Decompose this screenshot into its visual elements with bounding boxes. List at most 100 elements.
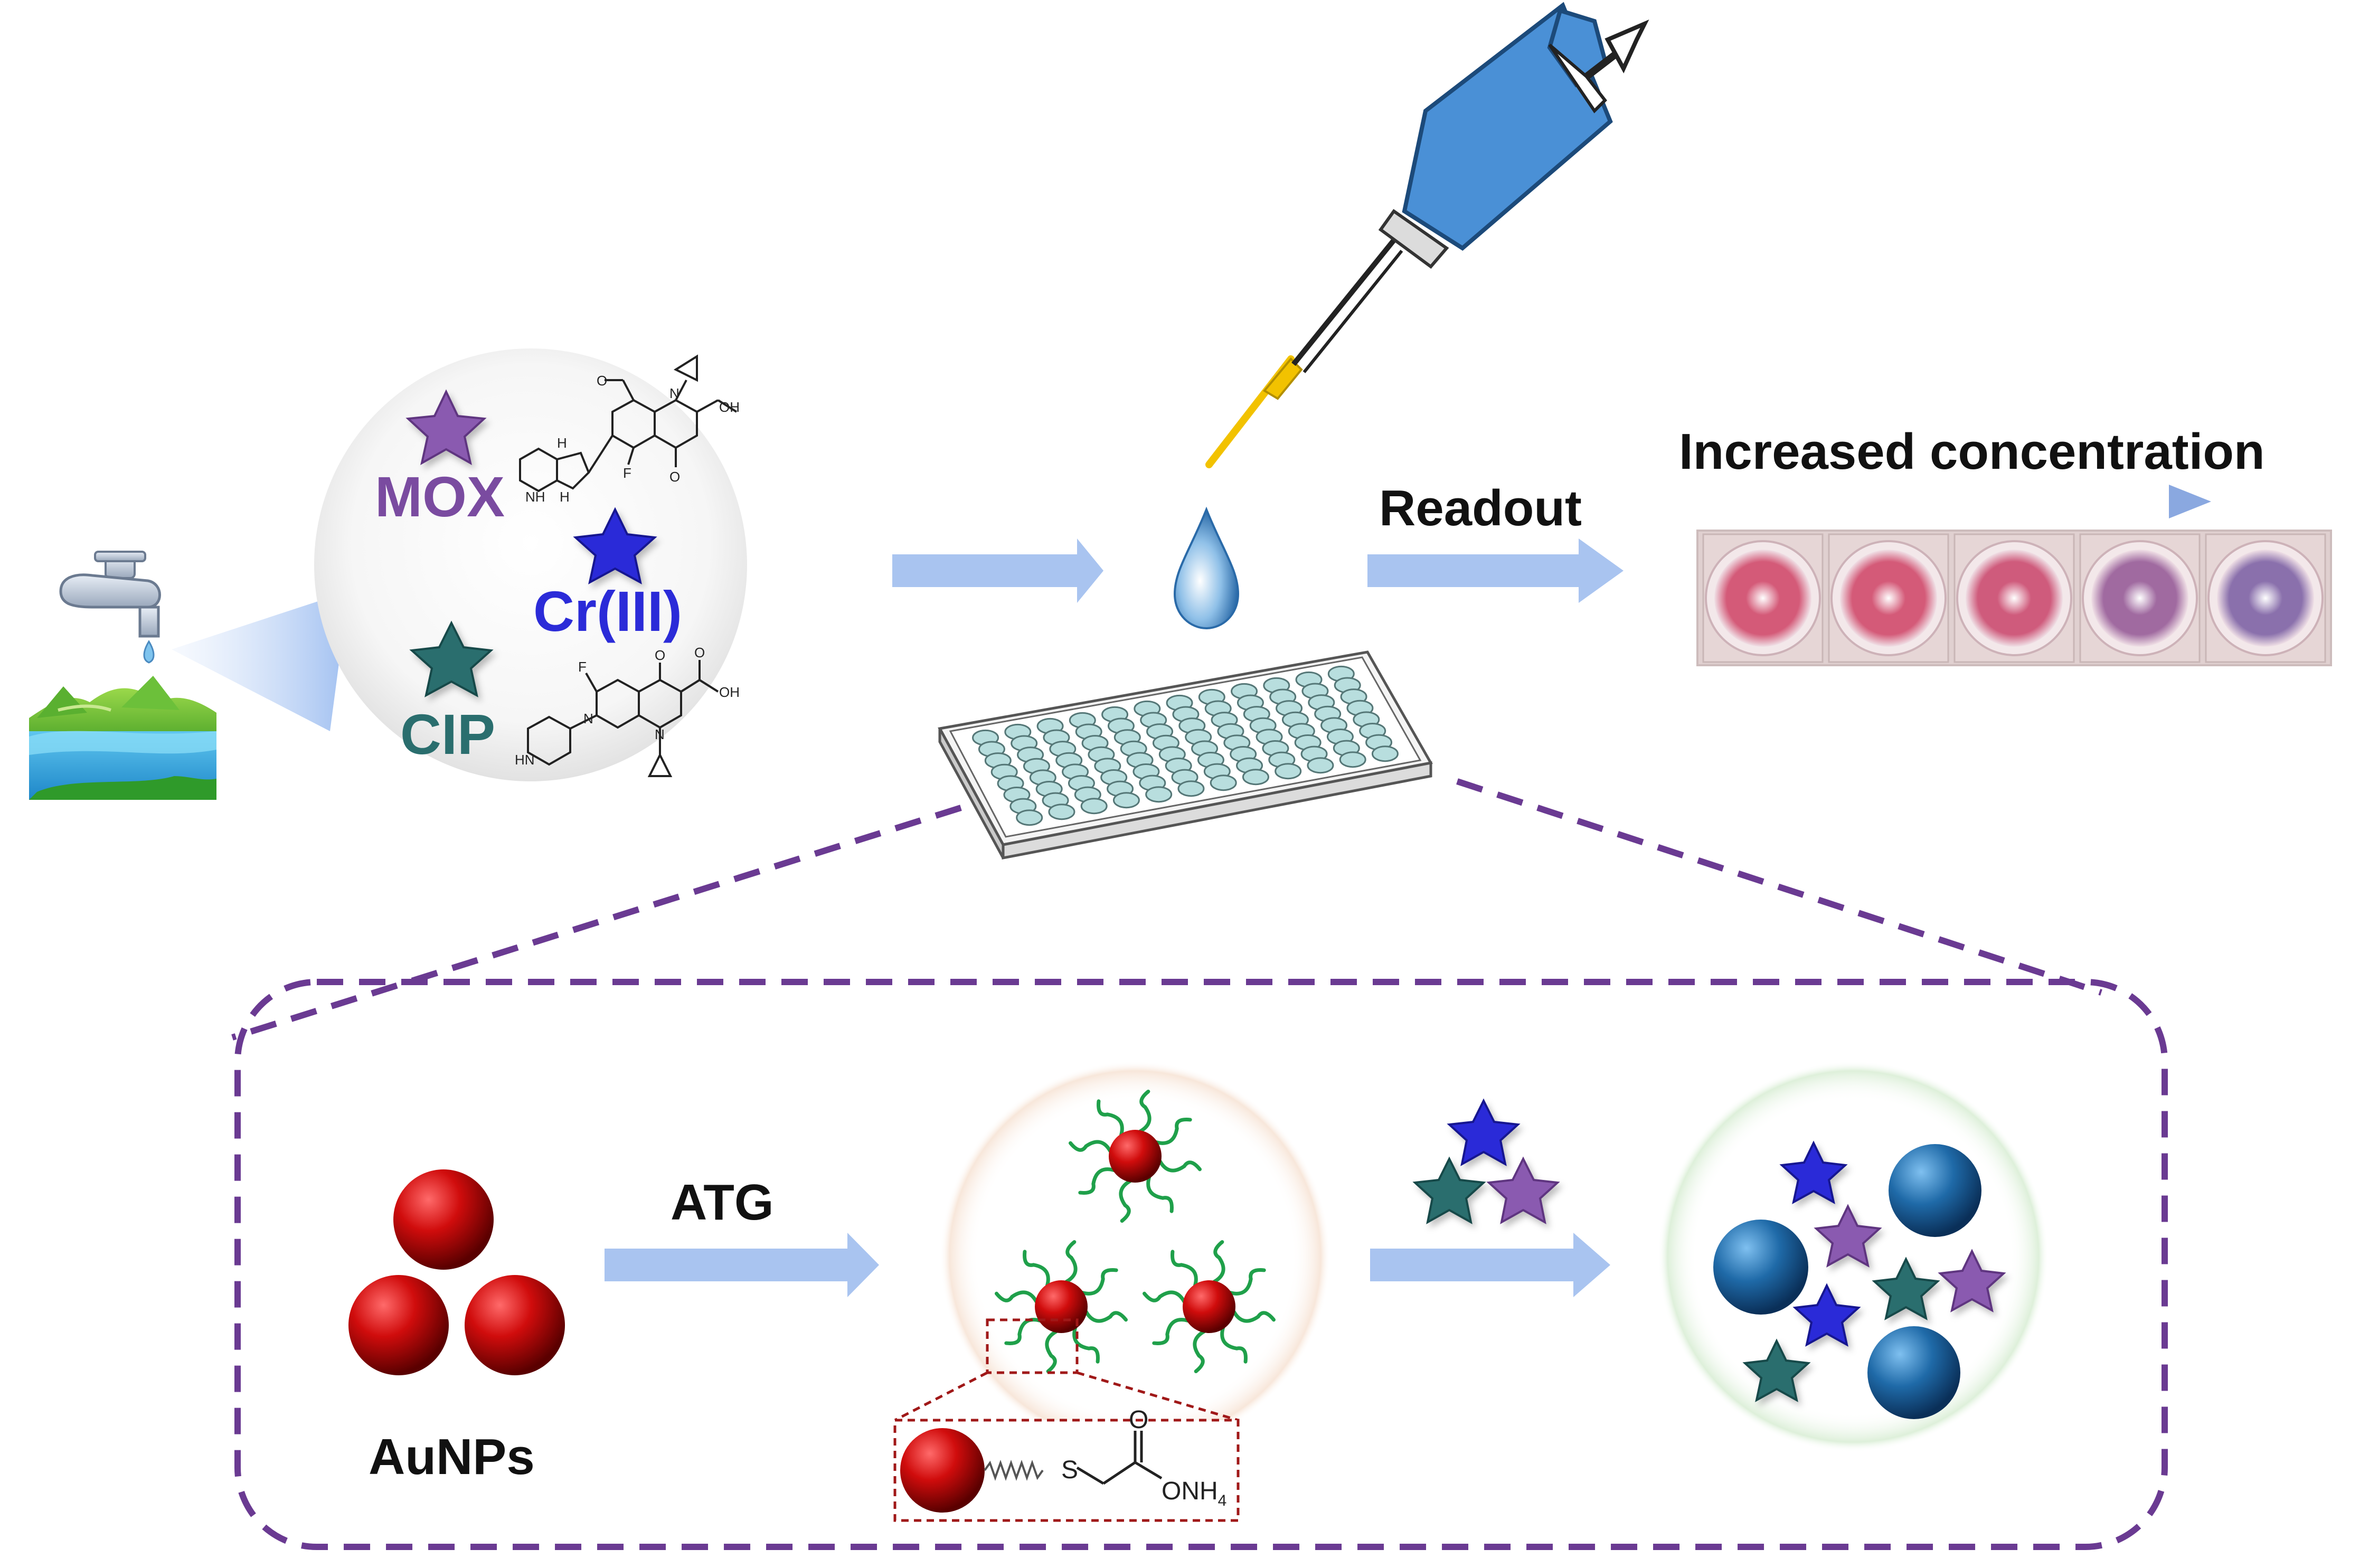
agg-cr-star-2-icon bbox=[1792, 1283, 1861, 1347]
source-beam bbox=[172, 591, 348, 731]
atg-ligand bbox=[1138, 1089, 1152, 1134]
strip-well bbox=[1966, 550, 2063, 647]
cr-star-small-icon bbox=[1447, 1098, 1521, 1166]
atg-ligand bbox=[1072, 1326, 1100, 1364]
arrow-to-plate bbox=[892, 539, 1103, 603]
plate-well bbox=[1112, 792, 1140, 809]
plate-well bbox=[1275, 763, 1302, 780]
cip-star-small-icon bbox=[1412, 1156, 1486, 1224]
strip-well bbox=[2217, 550, 2314, 647]
lake-landscape-icon bbox=[29, 676, 216, 800]
agg-mox-star-2-icon bbox=[1938, 1249, 2006, 1312]
arrow-analyte-addition bbox=[1370, 1233, 1610, 1297]
cip-o-label: O bbox=[655, 647, 665, 663]
functionalized-aunp bbox=[1035, 1280, 1088, 1333]
atg-ligand bbox=[1146, 1175, 1174, 1213]
arrow-readout bbox=[1367, 539, 1624, 603]
atg-ligand bbox=[1045, 1329, 1058, 1374]
linker-zoom-marker bbox=[986, 1318, 1079, 1374]
well-strip bbox=[1696, 530, 2332, 666]
atg-ligand bbox=[1023, 1250, 1050, 1288]
plate-well bbox=[1016, 809, 1043, 826]
agg-cr-star-icon bbox=[1779, 1140, 1848, 1204]
aggregated-nanoparticles bbox=[1713, 1144, 1981, 1419]
functionalized-aunp bbox=[1183, 1280, 1235, 1333]
plate-well bbox=[1242, 769, 1269, 786]
atg-ligand bbox=[1154, 1118, 1192, 1145]
plate-well bbox=[1210, 774, 1237, 791]
cip-n2-label: N bbox=[655, 726, 665, 742]
increased-concentration-label: Increased concentration bbox=[1679, 423, 2265, 480]
cr-label: Cr(III) bbox=[533, 579, 682, 643]
cip-hn-label: HN bbox=[515, 752, 535, 768]
atg-ligand bbox=[1078, 1167, 1116, 1195]
agg-cip-star-icon bbox=[1872, 1257, 1940, 1320]
cr-star-icon bbox=[573, 507, 657, 584]
zoom-line-left bbox=[231, 805, 962, 1041]
mox-star-small-icon bbox=[1486, 1156, 1560, 1224]
cip-star-icon bbox=[409, 620, 494, 697]
atg-ligand bbox=[1152, 1318, 1190, 1345]
plate-well bbox=[1080, 798, 1108, 815]
atg-ligand bbox=[1084, 1310, 1128, 1323]
mox-star-icon bbox=[405, 389, 487, 465]
mechanism-box bbox=[234, 979, 2168, 1550]
agg-cip-star-2-icon bbox=[1742, 1338, 1811, 1402]
atg-label: ATG bbox=[671, 1174, 774, 1231]
cip-label: CIP bbox=[400, 702, 495, 766]
atg-ligand bbox=[994, 1290, 1039, 1303]
aunps-label: AuNPs bbox=[369, 1429, 535, 1485]
atg-ligand bbox=[1064, 1240, 1078, 1284]
plate-well bbox=[1339, 751, 1366, 768]
cip-oh-label: OH bbox=[719, 684, 740, 700]
atg-ligand bbox=[1171, 1250, 1198, 1288]
plate-well bbox=[1307, 757, 1334, 774]
cip-f-label: F bbox=[578, 659, 587, 675]
zoom-line-right bbox=[1456, 778, 2102, 996]
linker-s-label: S bbox=[1061, 1456, 1078, 1484]
pipette-icon bbox=[1205, 2, 1649, 468]
strip-well bbox=[1714, 550, 1811, 647]
functionalized-aunp bbox=[1109, 1130, 1162, 1183]
plate-well bbox=[1048, 804, 1075, 820]
plate-well bbox=[1177, 780, 1205, 797]
plate-well bbox=[1145, 786, 1173, 803]
agg-mox-star-icon bbox=[1814, 1204, 1882, 1268]
atg-ligand bbox=[1228, 1268, 1266, 1296]
mox-o-label: O bbox=[669, 469, 680, 485]
atg-functionalized-aunps bbox=[994, 1089, 1276, 1374]
cip-n-label: N bbox=[583, 711, 593, 726]
atg-ligand bbox=[1068, 1140, 1112, 1153]
linker-inset bbox=[893, 1419, 1240, 1522]
mox-h-label: H bbox=[560, 489, 570, 505]
tap-water-icon bbox=[55, 546, 166, 665]
strip-well bbox=[2091, 550, 2188, 647]
mox-f-label: F bbox=[623, 465, 631, 481]
atg-ligand bbox=[1232, 1310, 1276, 1323]
mox-oh-label: OH bbox=[719, 399, 740, 415]
arrow-atg bbox=[605, 1233, 879, 1297]
atg-ligand bbox=[1212, 1240, 1225, 1284]
mox-h-top-label: H bbox=[557, 435, 567, 451]
atg-ligand bbox=[1080, 1268, 1118, 1296]
atg-ligand bbox=[1220, 1326, 1248, 1364]
atg-ligand bbox=[1097, 1099, 1124, 1137]
cip-o2-label: O bbox=[694, 645, 705, 660]
atg-ligand bbox=[1193, 1329, 1206, 1374]
atg-ligand bbox=[1119, 1179, 1132, 1223]
analyte-sphere bbox=[314, 348, 747, 781]
atg-ligand bbox=[1158, 1159, 1202, 1173]
well-plate-96 bbox=[938, 650, 1433, 860]
atg-ligand bbox=[1142, 1290, 1186, 1303]
moxifloxacin-structure bbox=[519, 354, 738, 493]
functionalized-halo bbox=[940, 1061, 1330, 1452]
plate-well bbox=[1371, 745, 1399, 762]
ciprofloxacin-structure bbox=[527, 660, 719, 777]
mox-label: MOX bbox=[375, 465, 505, 528]
mox-n-label: N bbox=[669, 385, 679, 401]
strip-well bbox=[1840, 550, 1937, 647]
droplet-icon bbox=[1173, 506, 1240, 630]
mox-o-methoxy-label: O bbox=[597, 373, 607, 389]
mox-nh-label: NH bbox=[525, 489, 545, 505]
